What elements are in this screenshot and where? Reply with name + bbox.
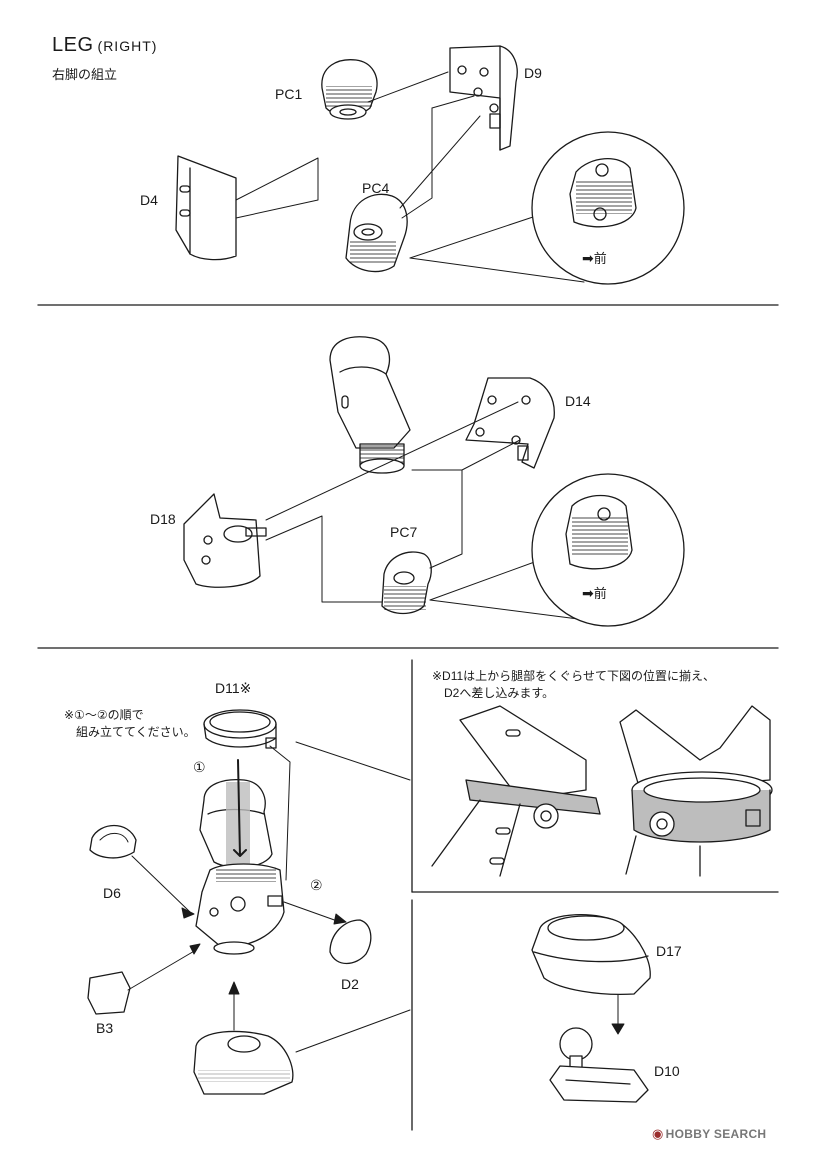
arrow-head <box>333 913 347 925</box>
guide-line <box>295 1009 411 1053</box>
order-note-line-1: ※①～②の順で <box>64 708 144 722</box>
front-indicator-2: ➡前 <box>582 583 607 602</box>
detail-note-line-1: ※D11は上から腿部をくぐらせて下図の位置に揃え、 <box>432 669 715 683</box>
part-knee-drawing <box>195 863 285 955</box>
watermark: ◉HOBBY SEARCH <box>652 1126 766 1142</box>
detail-circle-2 <box>531 473 685 627</box>
label-d17: D17 <box>656 943 682 959</box>
front-label-2: 前 <box>593 586 607 601</box>
hobby-search-logo-icon: ◉ <box>652 1126 664 1141</box>
label-d18: D18 <box>150 511 176 527</box>
watermark-text: SEARCH <box>713 1127 767 1141</box>
watermark-logo-text: HOBBY <box>665 1127 711 1141</box>
part-d9-drawing <box>449 45 518 151</box>
part-thigh-drawing <box>199 759 273 878</box>
guide-line <box>235 157 319 219</box>
guide-line <box>461 439 521 471</box>
part-pc7-drawing <box>381 551 432 615</box>
part-pc4-drawing <box>345 193 408 273</box>
part-d14-drawing <box>465 377 555 469</box>
arrow-right-icon: ➡ <box>582 250 594 266</box>
detail-note: ※D11は上から腿部をくぐらせて下図の位置に揃え、 D2へ差し込みます。 <box>432 668 715 702</box>
part-foot-base-drawing <box>193 1030 294 1095</box>
guide-line <box>269 745 291 881</box>
guide-line <box>265 515 383 603</box>
page-title-sub: (RIGHT) <box>97 38 158 54</box>
part-pc1-drawing <box>321 59 378 120</box>
guide-line <box>429 599 587 621</box>
label-pc1: PC1 <box>275 86 303 102</box>
order-note-line-2: 組み立ててください。 <box>76 725 196 739</box>
part-d11-drawing <box>203 709 277 749</box>
part-d2-drawing <box>329 919 372 965</box>
arrow-right-icon: ➡ <box>582 585 594 601</box>
part-d18-drawing <box>183 493 267 588</box>
label-d6: D6 <box>103 885 121 901</box>
part-d17-drawing <box>531 914 651 996</box>
order-note: ※①～②の順で 組み立ててください。 <box>64 707 196 741</box>
guide-line <box>127 949 197 991</box>
label-pc7: PC7 <box>390 524 418 540</box>
guide-line <box>265 401 519 521</box>
guide-line <box>409 257 585 283</box>
guide-line <box>399 115 481 209</box>
part-d4-drawing <box>175 155 237 261</box>
label-d14: D14 <box>565 393 591 409</box>
guide-line <box>409 215 537 259</box>
detail-panel-drawing <box>431 705 773 877</box>
detail-note-line-2: D2へ差し込みます。 <box>444 686 555 700</box>
label-d10: D10 <box>654 1063 680 1079</box>
page-title: LEG(RIGHT) <box>52 34 157 57</box>
label-pc4: PC4 <box>362 180 390 196</box>
label-d11: D11※ <box>215 680 252 696</box>
label-b3: B3 <box>96 1020 114 1036</box>
arrow-head <box>181 907 195 919</box>
guide-line <box>131 855 191 913</box>
part-d6-drawing <box>89 825 137 859</box>
page-subtitle: 右脚の組立 <box>52 67 118 82</box>
step-marker-2: ② <box>310 877 323 893</box>
label-d9: D9 <box>524 65 542 81</box>
page-title-main: LEG <box>52 34 94 56</box>
arrow-head <box>189 943 201 955</box>
front-label-1: 前 <box>593 251 607 266</box>
guide-line <box>283 901 341 923</box>
guide-line <box>367 71 449 103</box>
front-indicator-1: ➡前 <box>582 248 607 267</box>
guide-line <box>401 107 433 219</box>
guide-line <box>429 559 541 601</box>
part-pc7-upper-drawing <box>329 336 411 474</box>
part-b3-drawing <box>87 971 131 1015</box>
part-d10-drawing <box>549 1027 649 1103</box>
label-d2: D2 <box>341 976 359 992</box>
label-d4: D4 <box>140 192 158 208</box>
detail-circle-1 <box>531 131 685 285</box>
guide-line <box>411 469 463 569</box>
guide-line <box>295 741 411 781</box>
step-marker-1: ① <box>193 759 206 775</box>
guide-line <box>431 95 475 109</box>
